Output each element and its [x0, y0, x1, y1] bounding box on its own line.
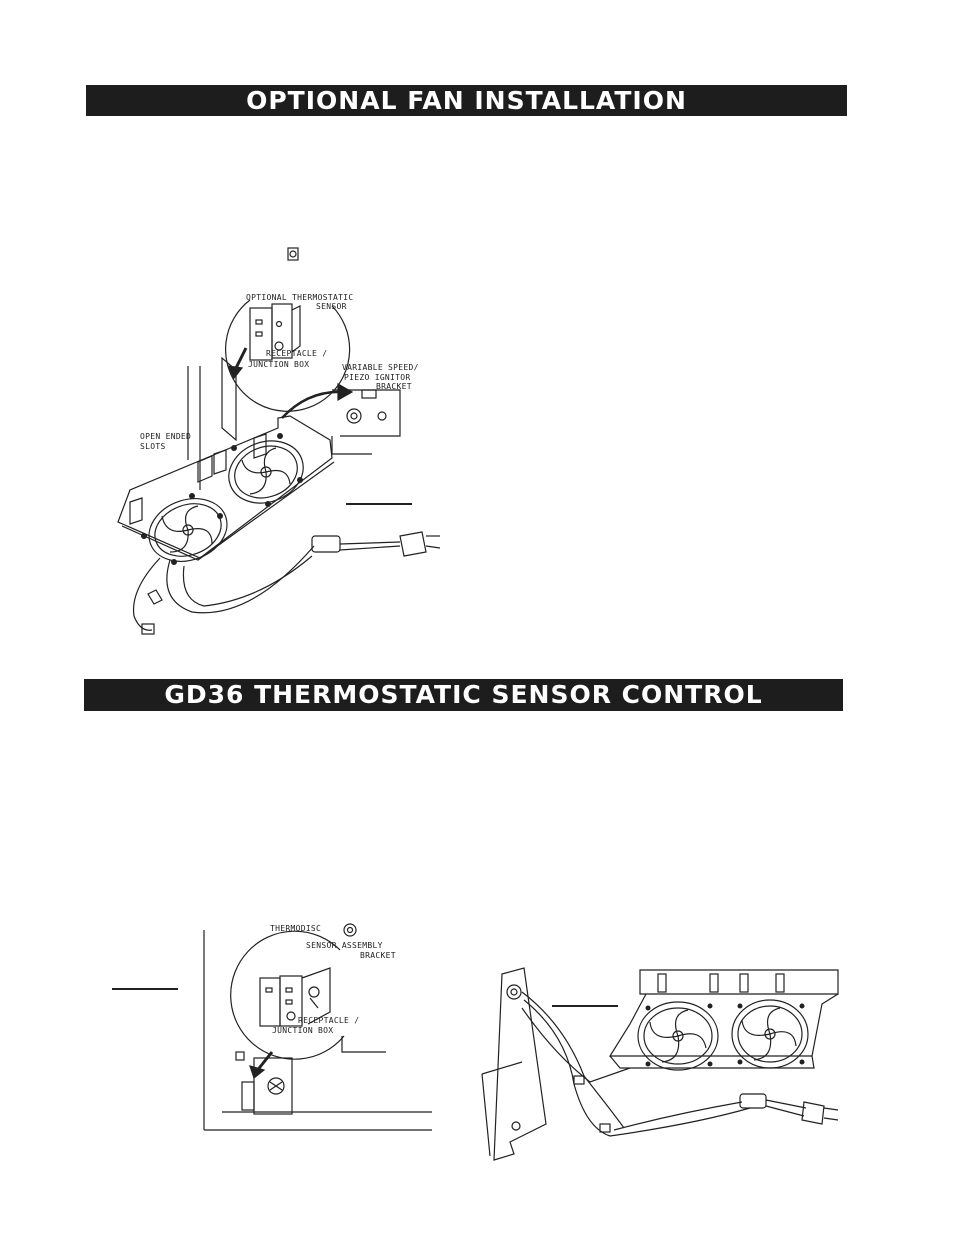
label-junction-box-2: JUNCTION BOX	[272, 1026, 334, 1035]
thermostatic-sensor-icon	[287, 247, 299, 261]
label-sensor: SENSOR	[316, 302, 347, 311]
fan-icon	[731, 999, 809, 1069]
label-thermodisc: THERMODISC	[270, 924, 322, 933]
inline-switch-icon	[311, 535, 341, 553]
section-title-fan-installation: OPTIONAL FAN INSTALLATION	[86, 85, 847, 116]
label-sensor-bracket: BRACKET	[360, 951, 396, 960]
thermodisc-icon	[506, 984, 522, 1000]
label-receptacle: RECEPTACLE /	[266, 349, 328, 358]
fan-icon	[148, 498, 228, 562]
label-bracket: BRACKET	[376, 382, 412, 391]
figure-reference-underline	[552, 1005, 618, 1007]
label-open-ended-slots: OPEN ENDED	[140, 432, 192, 441]
fan-icon	[228, 440, 304, 504]
power-plug-icon	[399, 531, 441, 557]
label-slots: SLOTS	[140, 442, 166, 451]
section-title-thermostatic-sensor: GD36 THERMOSTATIC SENSOR CONTROL	[84, 679, 843, 711]
fan-assembly-diagram	[481, 967, 839, 1161]
thermodisc-icon	[343, 923, 357, 937]
label-variable-speed: VARIABLE SPEED/	[342, 363, 419, 372]
figure-reference-underline	[112, 988, 178, 990]
label-junction-box: JUNCTION BOX	[248, 360, 310, 369]
label-optional-thermostatic-sensor: OPTIONAL THERMOSTATIC	[246, 293, 354, 302]
inline-switch-icon	[739, 1093, 767, 1109]
sensor-detail-circle	[225, 299, 351, 412]
label-receptacle-2: RECEPTACLE /	[298, 1016, 360, 1025]
label-sensor-assembly: SENSOR ASSEMBLY	[306, 941, 383, 950]
power-plug-icon	[801, 1101, 839, 1125]
label-piezo-ignitor: PIEZO IGNITOR	[344, 373, 411, 382]
sensor-detail-circle	[230, 930, 345, 1060]
fan-icon	[637, 1001, 719, 1071]
figure-reference-underline	[346, 503, 412, 505]
sensor-bracket-diagram	[203, 923, 432, 1131]
arrow-icon	[281, 390, 345, 419]
fan-installation-diagram	[117, 247, 441, 635]
